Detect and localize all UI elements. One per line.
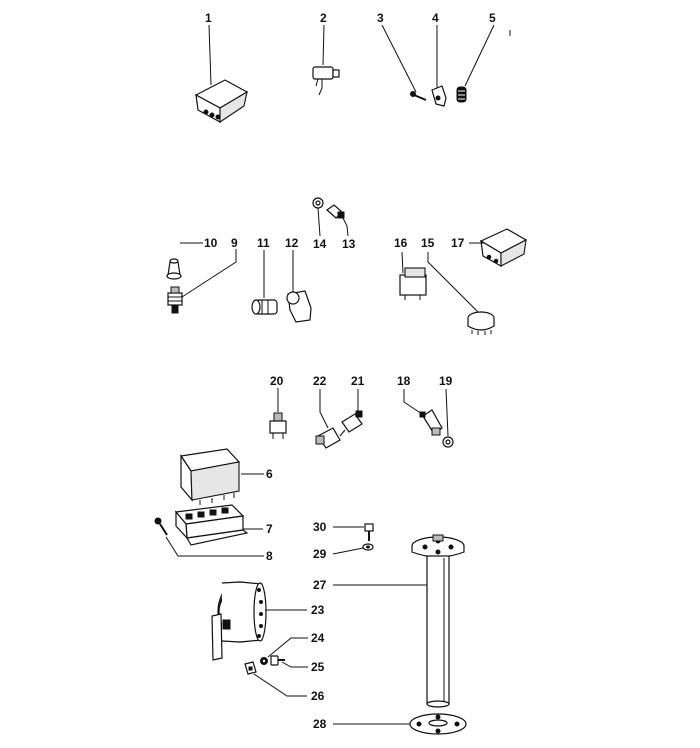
- callout-24: 24: [311, 631, 325, 645]
- part-9-switch: [167, 286, 183, 314]
- part-27-tube: [411, 534, 465, 708]
- part-17-relay: [479, 228, 528, 268]
- callout-22: 22: [313, 374, 327, 388]
- callout-11: 11: [257, 236, 270, 250]
- leader-19: [445, 388, 449, 437]
- part-3-bracket: [431, 85, 447, 107]
- part-8-screw: [154, 517, 168, 536]
- part-2-switch: [312, 66, 340, 96]
- leader-29: [332, 547, 364, 555]
- part-24-washer: [260, 657, 268, 665]
- leader-9: [181, 249, 237, 298]
- leader-13: [342, 217, 349, 237]
- callout-3: 4: [432, 11, 439, 25]
- leader-22: [319, 389, 329, 429]
- part-6-relay: [179, 448, 241, 505]
- callout-17: 17: [451, 236, 465, 250]
- callout-13: 13: [342, 237, 356, 251]
- callout-7: 7: [266, 522, 273, 536]
- part-5-screw: [410, 91, 427, 101]
- callout-21: 21: [351, 374, 365, 388]
- leader-2: [322, 24, 325, 66]
- leader-15: [427, 252, 479, 313]
- callout-23: 23: [311, 603, 325, 617]
- part-20-switch: [269, 412, 287, 439]
- part-19-washer: [442, 436, 454, 448]
- callout-14: 14: [313, 237, 327, 251]
- part-25-nut: [270, 655, 285, 666]
- callout-9: 9: [231, 236, 238, 250]
- part-23-horn: [211, 581, 267, 661]
- part-26-clip: [244, 661, 257, 675]
- part-15-round-relay: [467, 311, 495, 335]
- callout-29: 29: [313, 547, 327, 561]
- part-28-flange: [409, 713, 467, 735]
- part-14-washer: [312, 197, 324, 209]
- part-30-bolt: [364, 523, 374, 541]
- callout-12: 12: [285, 236, 299, 250]
- callout-10: 10: [204, 236, 218, 250]
- part-13-sender: [326, 204, 345, 219]
- callout-8: 8: [266, 549, 273, 563]
- part-22-sender: [315, 427, 341, 449]
- callout-28: 28: [313, 717, 327, 731]
- part-12-elbow: [286, 290, 312, 323]
- part-7-socket: [174, 504, 249, 546]
- part-11-union: [251, 299, 278, 315]
- callout-25: 25: [311, 660, 325, 674]
- callout-1: 1: [205, 11, 212, 25]
- part-21-sender: [339, 410, 363, 437]
- callout-15: 15: [421, 236, 435, 250]
- callout-30: 30: [313, 520, 327, 534]
- part-29-washer: [362, 543, 374, 551]
- leader-25: [281, 661, 308, 668]
- callout-26: 26: [311, 689, 325, 703]
- callout-19: 19: [439, 374, 453, 388]
- leader-4: [464, 24, 495, 87]
- part-4-spring: [456, 86, 467, 103]
- part-18-sender: [419, 409, 443, 436]
- part-1-relay: [194, 79, 249, 124]
- callout-5: 3: [377, 11, 384, 25]
- callout-6: 6: [266, 467, 273, 481]
- leader-18: [403, 389, 423, 415]
- leader-5: [381, 24, 417, 93]
- callout-18: 18: [397, 374, 411, 388]
- callout-4: 5: [489, 11, 496, 25]
- leader-26: [253, 673, 307, 697]
- part-16-flasher: [399, 267, 427, 300]
- callout-27: 27: [313, 578, 327, 592]
- leader-16: [401, 251, 404, 274]
- part-10-holder: [166, 258, 182, 280]
- callout-16: 16: [394, 236, 408, 250]
- leader-8: [165, 536, 264, 557]
- callout-20: 20: [270, 374, 284, 388]
- leader-14: [317, 207, 321, 237]
- leader-24: [267, 637, 308, 658]
- callout-2: 2: [320, 11, 327, 25]
- leader-1: [208, 24, 212, 86]
